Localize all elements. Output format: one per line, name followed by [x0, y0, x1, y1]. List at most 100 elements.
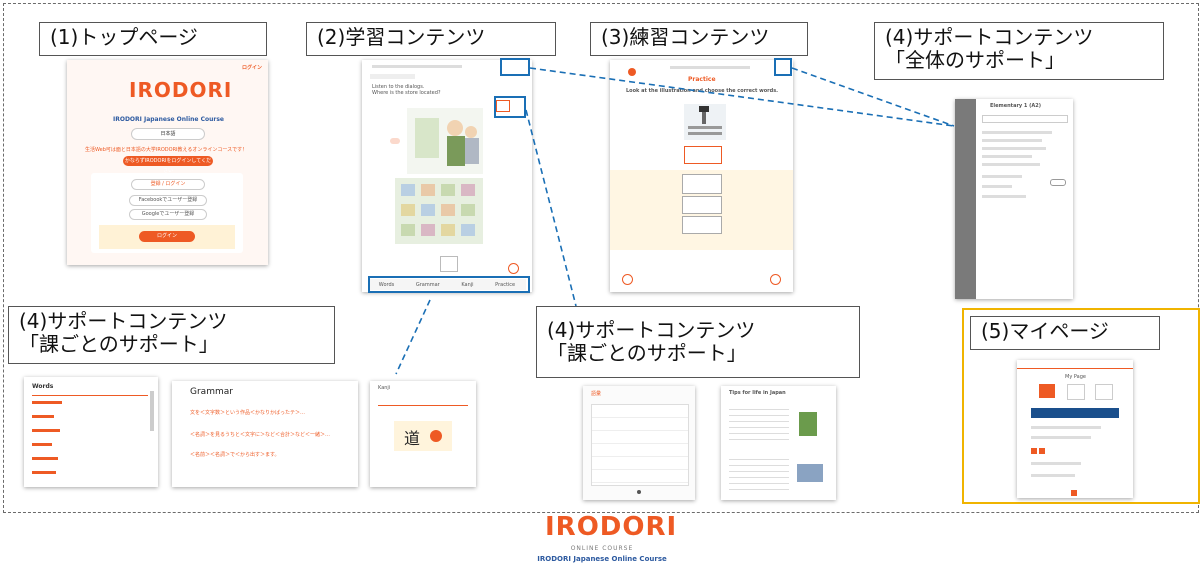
highlight-menu: [500, 58, 530, 76]
tips-text: [729, 454, 789, 494]
connector-support-icon-to-lesson-support: [525, 109, 577, 307]
choice-1[interactable]: [682, 174, 722, 194]
drawer-row[interactable]: [982, 147, 1046, 150]
kanji-title: Kanji: [378, 385, 391, 391]
label-text-line1: (4)サポートコンテンツ: [547, 318, 756, 342]
footer-logo: IRODORI: [545, 512, 678, 542]
label-support-lesson-a: (4)サポートコンテンツ 「課ごとのサポート」: [8, 306, 335, 364]
login-panel: 登録 / ログイン Facebookでユーザー登録 Googleでユーザー登録 …: [91, 173, 243, 253]
word-row[interactable]: [32, 443, 52, 446]
practice-title: Practice: [688, 76, 716, 83]
label-text-line2: 「全体のサポート」: [885, 48, 1065, 72]
toggle[interactable]: [1050, 179, 1066, 186]
mypage-tab-active[interactable]: [1039, 384, 1055, 398]
course-banner: [1031, 408, 1119, 418]
tab-grammar[interactable]: Grammar: [415, 281, 440, 288]
word-row[interactable]: [32, 401, 62, 404]
page-indicator[interactable]: [1071, 490, 1077, 496]
label-text: (5)マイページ: [981, 319, 1109, 343]
vocab-grid[interactable]: [591, 404, 689, 486]
connector-learning-to-support: [529, 67, 955, 127]
grammar-item-2[interactable]: ＜名詞＞を見るうちと＜文字に＞など＜合計＞など＜一緒＞…: [190, 432, 331, 438]
kanji-tabs[interactable]: [378, 395, 468, 406]
language-select[interactable]: 日本語: [131, 128, 205, 140]
login-area: ログイン: [99, 225, 235, 249]
bottom-tab-bar: Words Grammar Kanji Practice: [368, 279, 526, 290]
drawer-row[interactable]: [982, 195, 1026, 198]
login-button[interactable]: ログイン: [139, 231, 195, 242]
label-top-page: (1)トップページ: [39, 22, 267, 56]
grammar-item-1[interactable]: 文を＜文字数＞という作品＜かなりかばったテ＞…: [190, 410, 306, 416]
facebook-button[interactable]: Facebookでユーザー登録: [129, 195, 207, 206]
mypage-tab[interactable]: [1067, 384, 1085, 400]
vocab-title: 語彙: [591, 391, 602, 397]
word-row[interactable]: [32, 429, 60, 432]
answer-slot[interactable]: [684, 146, 722, 164]
highlight-tabs: [368, 276, 530, 293]
catch-copy: 生活Web可は面と日本語の大学IRODORI教えるオンラインコースです！: [85, 147, 248, 153]
tips-image: [797, 464, 823, 482]
tab-kanji[interactable]: Kanji: [461, 281, 474, 288]
support-icon[interactable]: [496, 100, 510, 112]
audio-icon[interactable]: [622, 274, 633, 285]
tab-practice[interactable]: Practice: [495, 281, 516, 288]
drawer-search[interactable]: [982, 115, 1068, 123]
row: [1031, 426, 1101, 429]
connector-practice-to-support: [791, 67, 955, 127]
tips-text: [729, 404, 789, 444]
instruction-line1: Listen to the dialogs.: [372, 84, 425, 90]
check-button[interactable]: [770, 274, 781, 285]
header-bar: [670, 66, 750, 69]
login-badge[interactable]: ログイン: [241, 65, 262, 71]
support-drawer: Elementary 1 (A2): [976, 99, 1073, 299]
drawer-row[interactable]: [982, 139, 1042, 142]
cta-button[interactable]: かならずIRODORIをログインしてください: [123, 156, 213, 174]
drawer-row[interactable]: [982, 175, 1022, 178]
audio-button[interactable]: [390, 138, 400, 144]
badge[interactable]: [1039, 448, 1045, 454]
town-map-illustration: [395, 178, 483, 244]
choice-2[interactable]: [682, 196, 722, 214]
label-text-line1: (4)サポートコンテンツ: [885, 25, 1094, 49]
word-row[interactable]: [32, 457, 58, 460]
mypage-screenshot: My Page: [1017, 360, 1133, 498]
back-icon[interactable]: [628, 68, 636, 76]
page-dot[interactable]: [637, 490, 641, 494]
word-row[interactable]: [32, 415, 54, 418]
label-text-line1: (4)サポートコンテンツ: [19, 309, 228, 333]
drawer-row[interactable]: [982, 155, 1032, 158]
diagram-frame: [3, 3, 1199, 513]
drawer-row[interactable]: [982, 131, 1052, 134]
check-button[interactable]: [508, 263, 519, 274]
register-button[interactable]: 登録 / ログイン: [131, 179, 205, 190]
grammar-screenshot: Grammar 文を＜文字数＞という作品＜かなりかばったテ＞… ＜名詞＞を見るう…: [172, 381, 358, 487]
course-title: IRODORI Japanese Online Course: [113, 116, 224, 123]
mypage-tab[interactable]: [1095, 384, 1113, 400]
answer-box[interactable]: [440, 256, 458, 272]
grammar-item-3[interactable]: ＜名前＞＜名詞＞で＜から出す＞ます。: [190, 452, 280, 458]
top-page-screenshot: ログイン IRODORI IRODORI Japanese Online Cou…: [67, 60, 268, 265]
dialog-illustration: [407, 108, 483, 174]
google-button[interactable]: Googleでユーザー登録: [129, 209, 207, 220]
choice-3[interactable]: [682, 216, 722, 234]
words-title: Words: [32, 383, 54, 390]
label-text-line2: 「課ごとのサポート」: [547, 341, 747, 365]
tips-title: Tips for life in Japan: [729, 390, 786, 396]
play-icon[interactable]: [430, 430, 442, 442]
header-line: [1017, 368, 1133, 369]
drawer-row[interactable]: [982, 185, 1012, 188]
choice-area: [610, 170, 793, 250]
label-practice: (3)練習コンテンツ: [590, 22, 808, 56]
drawer-row[interactable]: [982, 163, 1040, 166]
crosswalk-illustration: [684, 104, 726, 140]
row: [1031, 436, 1091, 439]
word-row[interactable]: [32, 471, 56, 474]
mypage-frame: [962, 308, 1200, 504]
tab-words[interactable]: Words: [378, 281, 395, 288]
label-support-lesson-b: (4)サポートコンテンツ 「課ごとのサポート」: [536, 306, 860, 378]
kanji-char: 道: [404, 429, 421, 448]
label-text: (2)学習コンテンツ: [317, 25, 486, 49]
scrollbar[interactable]: [150, 391, 154, 431]
badge[interactable]: [1031, 448, 1037, 454]
